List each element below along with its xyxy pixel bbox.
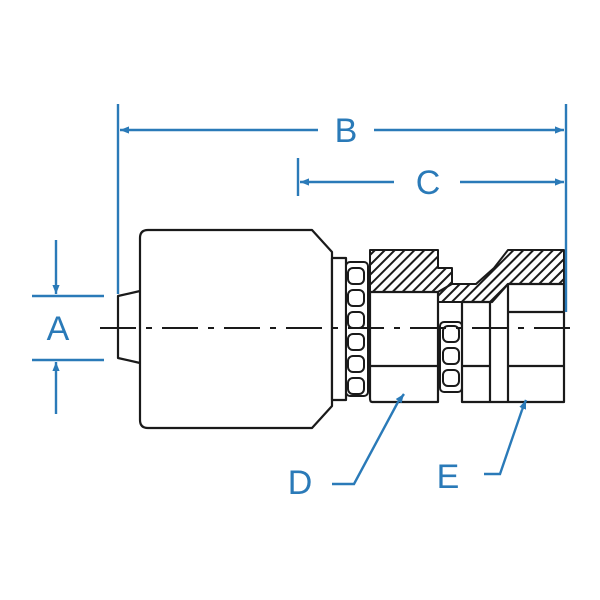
- dimension-lines: [32, 104, 568, 486]
- leader-d: [332, 401, 400, 486]
- label-d: D: [288, 464, 313, 502]
- label-a: A: [47, 310, 70, 348]
- section-hatch: [369, 249, 565, 303]
- nut-d: [368, 290, 440, 404]
- nut-e: [460, 282, 566, 404]
- label-c: C: [416, 164, 441, 202]
- leader-e: [484, 409, 524, 476]
- label-e: E: [437, 458, 460, 496]
- middle-knurl: [439, 321, 463, 393]
- label-b: B: [335, 112, 358, 150]
